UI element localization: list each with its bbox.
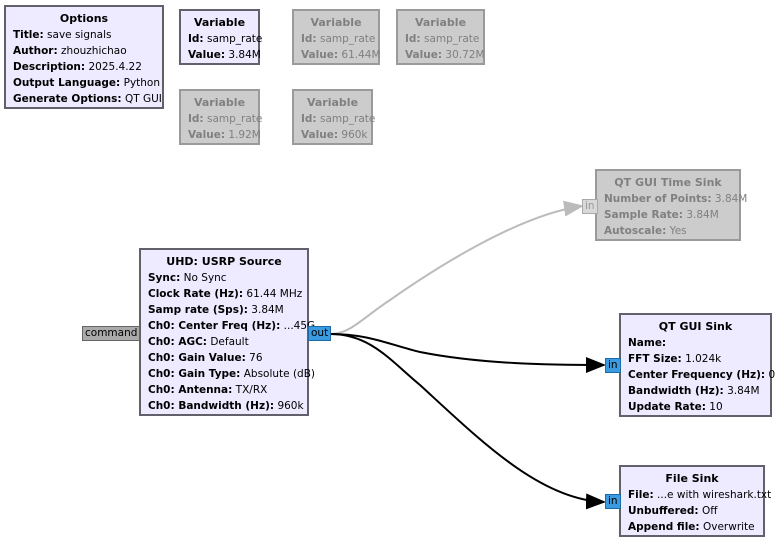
variable-block-title: Variable <box>193 16 246 29</box>
usrp-row-center-freq: Ch0: Center Freq (Hz): ...45G <box>148 320 316 332</box>
qt-gui-sink-block[interactable]: QT GUI Sink Name: FFT Size: 1.024k Cente… <box>619 313 776 417</box>
file-sink-row-unbuffered: Unbuffered: Off <box>628 505 718 517</box>
variable-block-61-44m[interactable]: Variable Id: samp_rate Value: 61.44M <box>292 9 381 65</box>
options-block[interactable]: Options Title: save signals Author: zhou… <box>4 5 164 109</box>
variable-value-row: Value: 30.72M <box>405 49 485 61</box>
time-sink-title: QT GUI Time Sink <box>614 176 722 189</box>
usrp-row-samp-rate: Samp rate (Sps): 3.84M <box>148 304 284 316</box>
usrp-command-port[interactable]: command <box>82 326 141 341</box>
variable-value-row: Value: 61.44M <box>301 49 381 61</box>
qt-gui-time-sink-block[interactable]: QT GUI Time Sink Number of Points: 3.84M… <box>595 169 748 241</box>
file-sink-title: File Sink <box>665 472 719 485</box>
options-row-description: Description: 2025.4.22 <box>13 61 142 73</box>
time-sink-row-points: Number of Points: 3.84M <box>604 193 748 205</box>
variable-id-row: Id: samp_rate <box>188 33 263 45</box>
qt-sink-row-center-frequency: Center Frequency (Hz): 0 <box>628 369 776 381</box>
usrp-out-port[interactable]: out <box>308 326 332 341</box>
variable-block-title: Variable <box>310 16 362 29</box>
variable-block-title: Variable <box>414 16 467 29</box>
time-sink-row-autoscale: Autoscale: Yes <box>604 225 687 237</box>
file-sink-row-append: Append file: Overwrite <box>628 521 755 533</box>
variable-value-row: Value: 3.84M <box>188 49 261 61</box>
variable-block-title: Variable <box>193 96 246 109</box>
variable-block-30-72m[interactable]: Variable Id: samp_rate Value: 30.72M <box>396 9 485 65</box>
usrp-row-antenna: Ch0: Antenna: TX/RX <box>148 384 268 396</box>
variable-id-row: Id: samp_rate <box>301 113 376 125</box>
options-row-output-language: Output Language: Python <box>13 77 161 89</box>
variable-id-row: Id: samp_rate <box>188 113 263 125</box>
options-row-title: Title: save signals <box>13 29 112 41</box>
qt-sink-row-name: Name: <box>628 337 667 349</box>
variable-block-3-84m[interactable]: Variable Id: samp_rate Value: 3.84M <box>179 9 263 65</box>
qt-sink-title: QT GUI Sink <box>658 320 733 333</box>
file-sink-block[interactable]: File Sink File: ...e with wireshark.txt … <box>619 465 772 537</box>
file-sink-in-port[interactable]: in <box>605 494 621 509</box>
time-sink-row-sample-rate: Sample Rate: 3.84M <box>604 209 719 221</box>
options-row-generate-options: Generate Options: QT GUI <box>13 93 162 105</box>
qt-sink-in-port[interactable]: in <box>605 358 621 373</box>
variable-block-title: Variable <box>306 96 359 109</box>
options-row-author: Author: zhouzhichao <box>13 45 127 57</box>
variable-block-960k[interactable]: Variable Id: samp_rate Value: 960k <box>292 89 376 145</box>
usrp-row-gain-type: Ch0: Gain Type: Absolute (dB) <box>148 368 316 380</box>
file-sink-row-file: File: ...e with wireshark.txt <box>628 489 772 501</box>
variable-id-row: Id: samp_rate <box>301 33 376 45</box>
usrp-row-clock-rate: Clock Rate (Hz): 61.44 MHz <box>148 288 303 300</box>
qt-sink-row-bandwidth: Bandwidth (Hz): 3.84M <box>628 385 760 397</box>
usrp-row-sync: Sync: No Sync <box>148 272 227 284</box>
variable-value-row: Value: 1.92M <box>188 129 261 141</box>
usrp-row-gain-value: Ch0: Gain Value: 76 <box>148 352 263 364</box>
qt-sink-row-update-rate: Update Rate: 10 <box>628 401 723 413</box>
time-sink-in-port[interactable]: in <box>582 199 598 214</box>
variable-value-row: Value: 960k <box>301 129 368 141</box>
uhd-usrp-source-block[interactable]: UHD: USRP Source Sync: No Sync Clock Rat… <box>139 248 316 416</box>
usrp-title: UHD: USRP Source <box>166 255 282 268</box>
variable-block-1-92m[interactable]: Variable Id: samp_rate Value: 1.92M <box>179 89 263 145</box>
qt-sink-row-fft-size: FFT Size: 1.024k <box>628 353 722 365</box>
variable-id-row: Id: samp_rate <box>405 33 480 45</box>
connection-usrp-to-file-sink[interactable] <box>329 333 606 510</box>
connection-usrp-to-time-sink[interactable] <box>329 200 584 335</box>
options-block-title: Options <box>59 12 109 25</box>
usrp-row-agc: Ch0: AGC: Default <box>148 336 249 348</box>
usrp-row-bandwidth: Ch0: Bandwidth (Hz): 960k <box>148 400 304 412</box>
connection-usrp-to-qt-gui-sink[interactable] <box>329 333 606 373</box>
